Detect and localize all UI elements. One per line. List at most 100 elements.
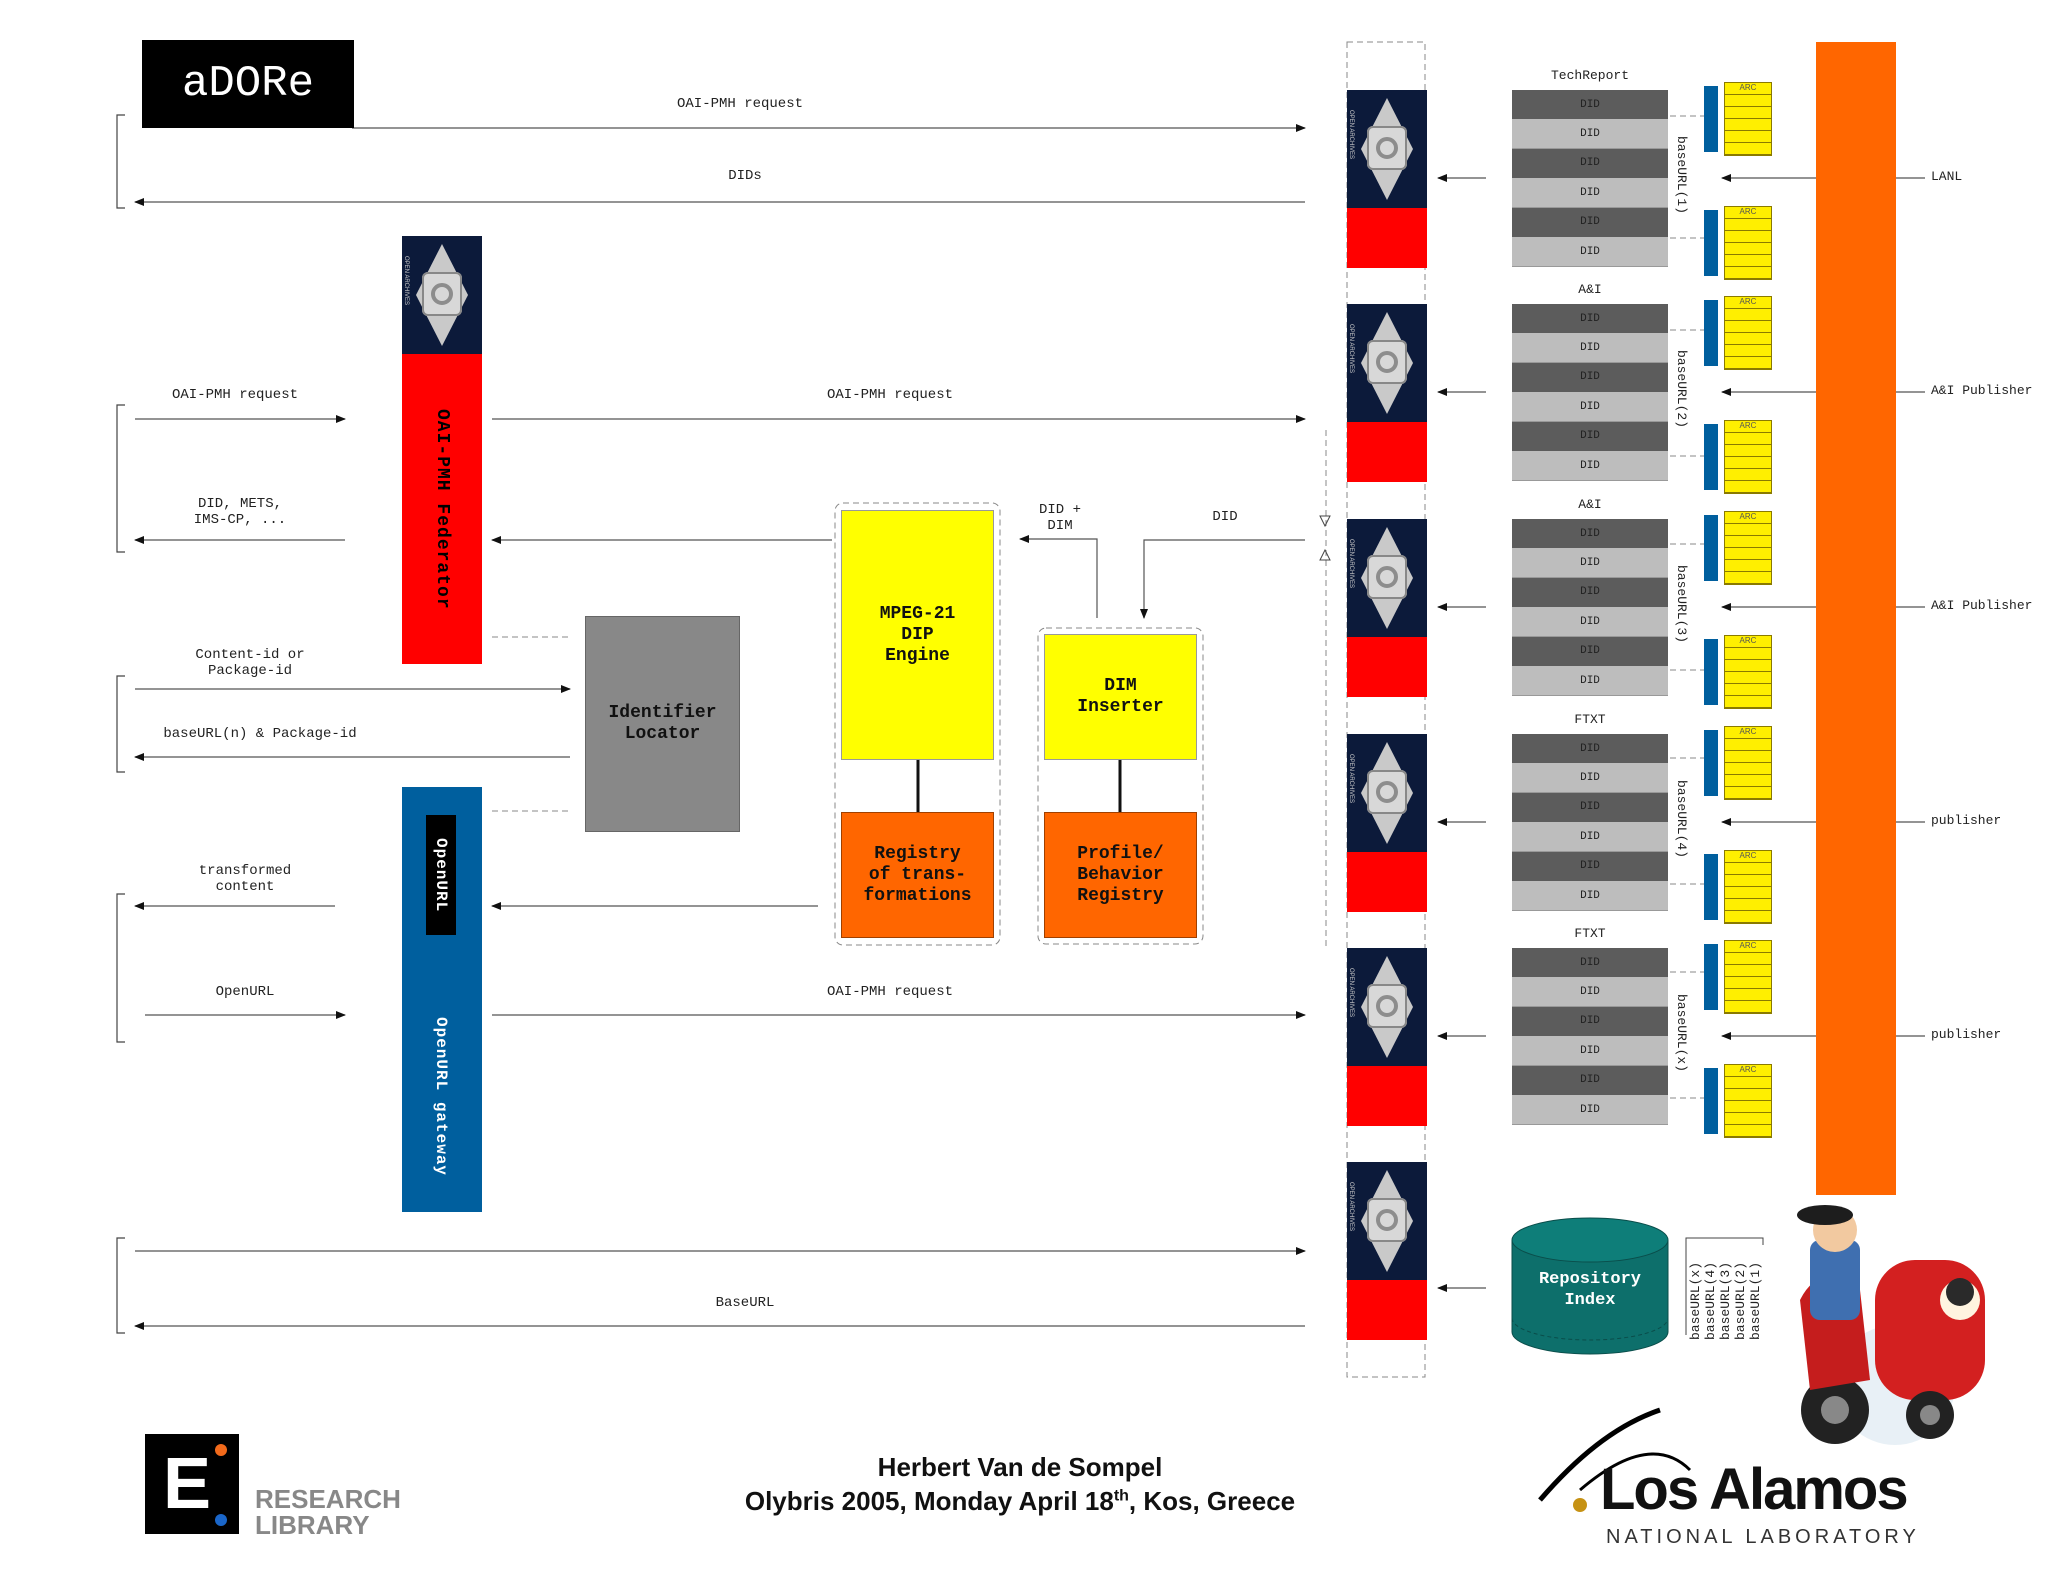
- dim-inserter[interactable]: DIM Inserter: [1044, 634, 1197, 760]
- arc-stack: ARC: [1724, 420, 1772, 494]
- did-record: DID: [1512, 734, 1668, 764]
- open-archives-icon: OPEN ARCHIVES: [1347, 304, 1427, 422]
- arc-connector-icon: [1704, 639, 1718, 705]
- open-archives-icon: OPEN ARCHIVES: [402, 236, 482, 354]
- index-item: baseURL(4): [1703, 1261, 1718, 1340]
- label-baseurl-package: baseURL(n) & Package-id: [163, 726, 357, 742]
- arc-label: ARC: [1725, 1065, 1771, 1077]
- did-record: DID: [1512, 851, 1668, 882]
- oai-repository-block: [1347, 422, 1427, 482]
- arc-label: ARC: [1725, 421, 1771, 433]
- repository-title: FTXT: [1574, 712, 1606, 727]
- label-oai-request-left: OAI-PMH request: [171, 387, 299, 403]
- repository-title: TechReport: [1550, 68, 1629, 83]
- arc-stack: ARC: [1724, 940, 1772, 1014]
- openurl-gateway[interactable]: OpenURL OpenURL gateway: [402, 787, 482, 1212]
- mpeg21-dip-engine[interactable]: MPEG-21 DIP Engine: [841, 510, 994, 760]
- arc-label: ARC: [1725, 83, 1771, 95]
- source-label-4: publisher: [1931, 813, 2002, 828]
- arc-connector-icon: [1704, 730, 1718, 796]
- did-record: DID: [1512, 792, 1668, 823]
- open-archives-icon: OPEN ARCHIVES: [1347, 1162, 1427, 1280]
- did-record: DID: [1512, 207, 1668, 238]
- arc-stack: ARC: [1724, 511, 1772, 585]
- open-archives-icon: OPEN ARCHIVES: [1347, 734, 1427, 852]
- arc-label: ARC: [1725, 297, 1771, 309]
- repository-baseurl: baseURL(3): [1674, 565, 1689, 644]
- arrow-did: [1140, 539, 1305, 619]
- label-openurl: OpenURL: [215, 984, 275, 1000]
- oai-repository-block: [1347, 1280, 1427, 1340]
- oai-repository-block: [1347, 208, 1427, 268]
- footer-event: Olybris 2005, Monday April 18th, Kos, Gr…: [744, 1486, 1296, 1516]
- arc-connector-icon: [1704, 944, 1718, 1010]
- open-archives-icon: OPEN ARCHIVES: [1347, 948, 1427, 1066]
- lanl-logo-name: Los Alamos: [1600, 1457, 1909, 1522]
- repository-baseurl: baseURL(2): [1674, 350, 1689, 429]
- open-archives-icon: OPEN ARCHIVES: [1347, 519, 1427, 637]
- oai-pmh-federator[interactable]: OAI-PMH Federator: [402, 354, 482, 664]
- index-item: baseURL(1): [1748, 1261, 1763, 1340]
- source-bar: [1816, 42, 1896, 1195]
- arc-connector-icon: [1704, 86, 1718, 152]
- arc-stack: ARC: [1724, 850, 1772, 924]
- arc-label: ARC: [1725, 207, 1771, 219]
- repository-title: A&I: [1578, 497, 1602, 512]
- bracket-5: [116, 1237, 125, 1334]
- bracket-3: [116, 675, 125, 773]
- did-record: DID: [1512, 548, 1668, 579]
- openurl-tag: OpenURL: [426, 815, 456, 935]
- did-record: DID: [1512, 392, 1668, 423]
- adore-title: aDORe: [142, 40, 354, 128]
- did-record: DID: [1512, 1095, 1668, 1125]
- did-record: DID: [1512, 1006, 1668, 1037]
- repository-baseurl: baseURL(x): [1674, 994, 1689, 1073]
- label-did-dim: DID + DIM: [1038, 502, 1081, 534]
- registry-of-transformations[interactable]: Registry of trans- formations: [841, 812, 994, 938]
- arc-label: ARC: [1725, 512, 1771, 524]
- research-library-logo: E: [145, 1434, 239, 1534]
- research-library-text: RESEARCH LIBRARY: [255, 1486, 401, 1538]
- arc-label: ARC: [1725, 727, 1771, 739]
- lanl-logo-sub: NATIONAL LABORATORY: [1606, 1526, 1920, 1548]
- repository-index[interactable]: Repository Index: [1538, 1270, 1642, 1310]
- did-record: DID: [1512, 304, 1668, 334]
- did-record: DID: [1512, 636, 1668, 667]
- arc-label: ARC: [1725, 851, 1771, 863]
- open-archives-icon: OPEN ARCHIVES: [1347, 90, 1427, 208]
- openurl-gateway-label: OpenURL gateway: [432, 1017, 450, 1177]
- did-record: DID: [1512, 519, 1668, 549]
- repository-baseurl: baseURL(1): [1674, 136, 1689, 215]
- arc-connector-icon: [1704, 854, 1718, 920]
- label-did-mets: DID, METS, IMS-CP, ...: [193, 496, 287, 528]
- label-oai-request-mid: OAI-PMH request: [826, 387, 954, 403]
- did-record: DID: [1512, 90, 1668, 120]
- label-dids: DIDs: [728, 168, 762, 184]
- arc-stack: ARC: [1724, 726, 1772, 800]
- did-record: DID: [1512, 1065, 1668, 1096]
- did-record: DID: [1512, 666, 1668, 696]
- identifier-locator[interactable]: Identifier Locator: [585, 616, 740, 832]
- source-label-1: LANL: [1931, 169, 1963, 184]
- did-record: DID: [1512, 421, 1668, 452]
- source-label-2: A&I Publisher: [1931, 383, 2033, 398]
- did-record: DID: [1512, 607, 1668, 638]
- label-baseurl: BaseURL: [715, 1295, 775, 1311]
- research-label: RESEARCH: [255, 1484, 401, 1514]
- label-oai-request-low: OAI-PMH request: [826, 984, 954, 1000]
- library-label: LIBRARY: [255, 1510, 370, 1540]
- did-record: DID: [1512, 763, 1668, 794]
- did-record: DID: [1512, 119, 1668, 150]
- source-label-3: A&I Publisher: [1931, 598, 2033, 613]
- source-label-5: publisher: [1931, 1027, 2002, 1042]
- did-record: DID: [1512, 977, 1668, 1008]
- did-record: DID: [1512, 362, 1668, 393]
- did-record: DID: [1512, 577, 1668, 608]
- did-record: DID: [1512, 451, 1668, 481]
- arc-connector-icon: [1704, 210, 1718, 276]
- arc-stack: ARC: [1724, 206, 1772, 280]
- label-transformed: transformed content: [198, 863, 292, 895]
- profile-behavior-registry[interactable]: Profile/ Behavior Registry: [1044, 812, 1197, 938]
- repository-baseurl: baseURL(4): [1674, 780, 1689, 859]
